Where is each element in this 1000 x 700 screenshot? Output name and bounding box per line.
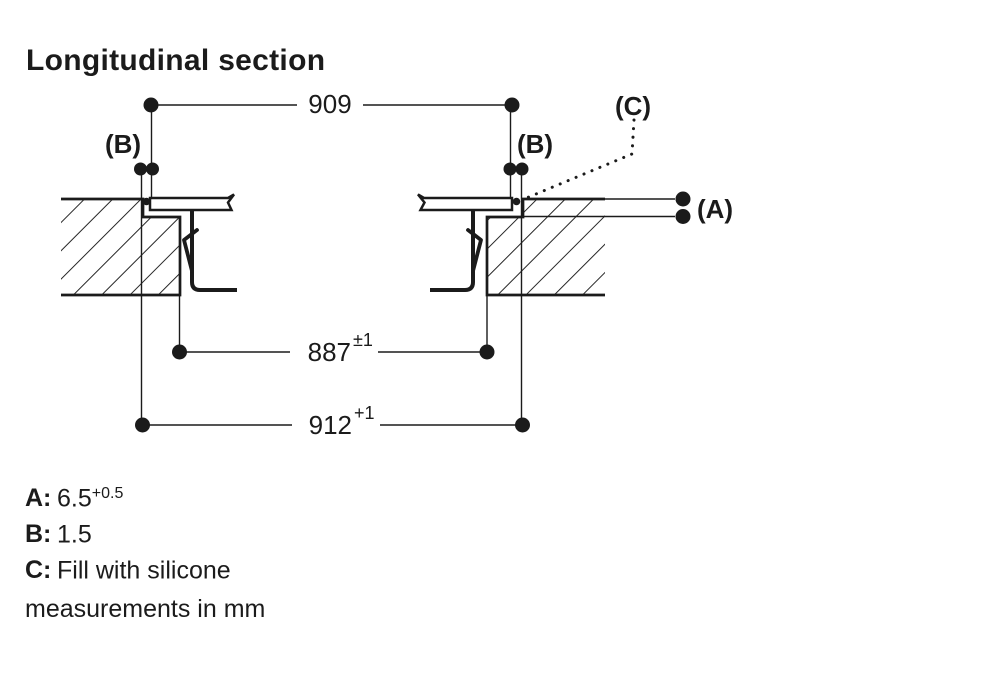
units-note: measurements in mm [25, 595, 266, 623]
dim-a-endpoint-top [675, 191, 691, 207]
legend: A:6.5+0.5 B:1.5 C:Fill with silicone [25, 478, 231, 585]
mounting-flange-left [190, 210, 237, 292]
dim-a-endpoint-bottom [675, 209, 691, 224]
glass-panel-right [417, 193, 514, 212]
dim-912-value: 912 [309, 410, 352, 440]
dim-887-tolerance: ±1 [353, 330, 373, 350]
legend-key-a: A: [25, 484, 52, 513]
dim-909-endpoint-left [143, 97, 159, 113]
gap-b-dot-right-outer [515, 162, 529, 176]
legend-value-b: 1.5 [57, 520, 92, 549]
legend-row-c: C:Fill with silicone [25, 550, 231, 586]
legend-value-c: Fill with silicone [57, 555, 231, 584]
callout-a-label: (A) [697, 194, 733, 224]
legend-value-a: 6.5 [57, 484, 92, 513]
countertop-right-outline [485, 197, 605, 297]
silicone-joint-dot-left [142, 197, 151, 206]
countertop-left-hatch [61, 199, 180, 295]
callout-b-right-label: (B) [517, 129, 553, 159]
dim-887-endpoint-left [172, 344, 187, 360]
legend-key-c: C: [25, 555, 52, 584]
dim-887-value: 887 [308, 337, 351, 367]
page-title: Longitudinal section [26, 44, 326, 77]
dim-912-tolerance: +1 [354, 403, 375, 423]
callout-b-left-label: (B) [105, 129, 141, 159]
dim-909-endpoint-right [504, 97, 520, 113]
countertop-right-hatch [487, 199, 605, 295]
gap-b-dot-left-inner [146, 162, 159, 176]
countertop-left-outline [61, 197, 182, 297]
callout-c-dotted-leader [522, 118, 636, 201]
legend-row-a: A:6.5+0.5 [25, 478, 231, 514]
callout-c-label: (C) [615, 91, 651, 121]
gap-b-dot-left-outer [134, 162, 147, 176]
spring-clip-left [182, 228, 199, 273]
glass-panel-left [148, 193, 235, 212]
gap-b-dot-right-inner [503, 162, 517, 176]
legend-tolerance-a: +0.5 [91, 485, 124, 502]
silicone-joint-dot-right [512, 197, 521, 206]
spring-clip-right [466, 228, 483, 273]
dim-912-endpoint-left [135, 417, 150, 433]
legend-row-b: B:1.5 [25, 514, 231, 550]
dim-909-value: 909 [308, 89, 351, 119]
mounting-flange-right [430, 210, 475, 292]
dim-912-endpoint-right [515, 417, 530, 433]
legend-key-b: B: [25, 520, 52, 549]
dim-887-endpoint-right [479, 344, 495, 360]
